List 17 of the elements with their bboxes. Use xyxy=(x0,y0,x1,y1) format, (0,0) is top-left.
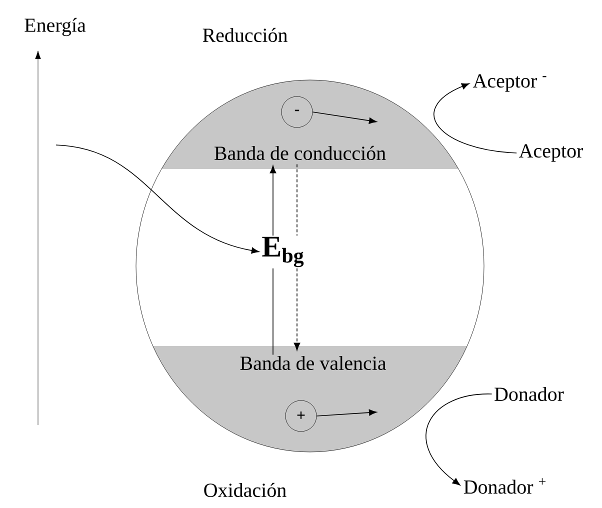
arrow xyxy=(316,409,377,416)
band-label: Banda de valencia xyxy=(240,356,386,370)
species-label: Aceptor $^{-}$ xyxy=(472,74,546,92)
species-label: Aceptor xyxy=(518,144,584,162)
energy-label: E$_{bg}$ xyxy=(262,236,304,268)
arrow xyxy=(294,268,300,351)
species-label: Donador xyxy=(494,386,564,402)
region-label: Reducción xyxy=(202,28,288,42)
region-label: Energía xyxy=(24,18,86,36)
region-label: Oxidación xyxy=(204,482,286,498)
arrow xyxy=(434,83,517,154)
arrow xyxy=(56,144,260,254)
arrow xyxy=(312,112,377,124)
arrow xyxy=(270,165,276,236)
band-label: Banda de conducción xyxy=(214,146,386,160)
species-label: Donador $^{+}$ xyxy=(464,478,546,494)
arrow xyxy=(426,394,492,486)
